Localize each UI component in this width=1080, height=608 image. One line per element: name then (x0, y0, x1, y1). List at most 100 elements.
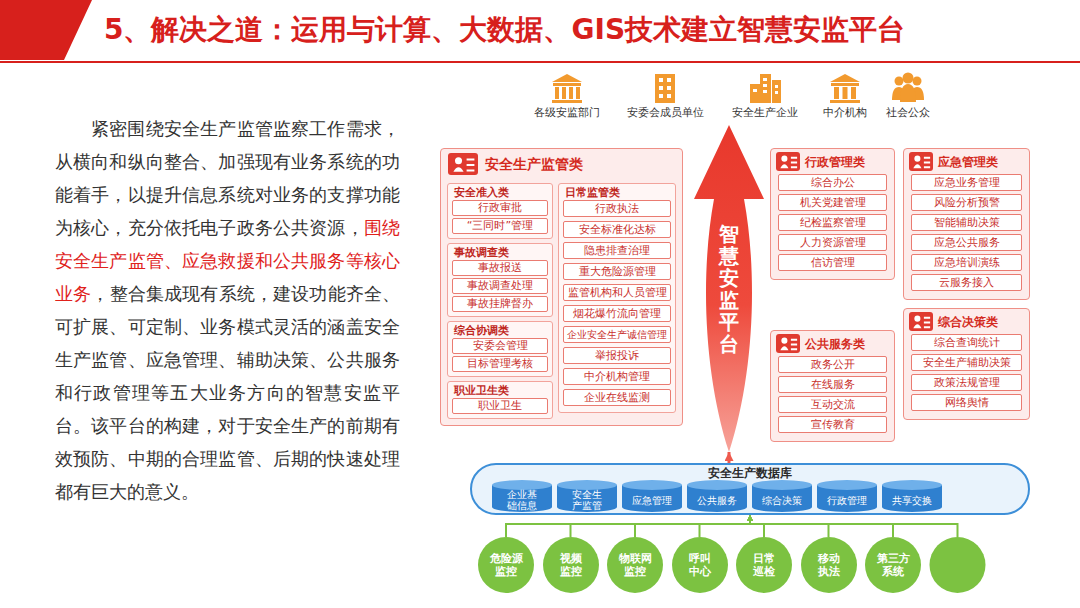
function-box: 事故调查处理 (452, 278, 548, 294)
node-text: 信访管理 (811, 256, 855, 270)
database-cylinder: 应急管理 (622, 480, 682, 512)
node-text: 日常监管类 (559, 184, 675, 201)
node-text: 智慧安监平台 (719, 223, 739, 355)
function-box: 综合办公 (778, 174, 887, 191)
source-circle: 第三方系统 (865, 537, 921, 593)
node-text: 安全生产监管 (571, 489, 603, 511)
node-text: 企业在线监测 (584, 391, 650, 405)
node-text: 安全生产监管类 (441, 149, 682, 179)
blank-source-circle (930, 537, 986, 593)
agency-icon (552, 74, 582, 103)
node-text: 重大危险源管理 (579, 265, 656, 279)
node-text: 行政管理 (821, 495, 873, 506)
function-box: 云服务接入 (911, 274, 1022, 291)
source-circle: 呼叫中心 (672, 537, 728, 593)
node-text: 行政管理类 (771, 149, 894, 175)
node-text: 政务公开 (811, 358, 855, 372)
node-text: 政策法规管理 (934, 376, 1000, 390)
header-icon (448, 153, 478, 175)
public-icon (892, 73, 924, 103)
node-text: 举报投诉 (595, 349, 639, 363)
node-text: 安全生产辅助决策 (923, 356, 1011, 370)
function-box: 互动交流 (778, 396, 887, 413)
user-label: 安委会成员单位 (620, 106, 710, 120)
node-text: 事故调查处理 (467, 279, 533, 293)
node-text: “三同时”管理 (467, 219, 533, 233)
node-text: 综合办公 (811, 176, 855, 190)
database-cylinder: 共享交换 (882, 480, 942, 512)
node-text: 职业卫生类 (448, 382, 552, 399)
source-circle: 物联网监控 (607, 537, 663, 593)
node-text: 第三方系统 (876, 552, 911, 578)
function-box: 事故报送 (452, 260, 548, 276)
database-cylinder: 行政管理 (817, 480, 877, 512)
database-cylinder: 综合决策 (752, 480, 812, 512)
function-box: 行政执法 (563, 200, 671, 217)
category-panel: 公共服务类政务公开在线服务互动交流宣传教育 (770, 330, 895, 442)
header-icon (909, 152, 933, 171)
function-box: “三同时”管理 (452, 218, 548, 234)
user-label: 中介机构 (800, 106, 890, 120)
connector (750, 515, 764, 537)
body-paragraph: 紧密围绕安全生产监管监察工作需求，从横向和纵向整合、加强现有业务系统的功能着手，… (55, 112, 400, 508)
node-text: 企业安全生产诚信管理 (567, 328, 667, 342)
function-box: 企业在线监测 (563, 389, 671, 406)
node-text: 公共服务 (691, 495, 743, 506)
enterprise-icon (750, 74, 781, 103)
header-icon (909, 312, 933, 331)
source-circle: 日常巡检 (736, 537, 792, 593)
node-text: 应急公共服务 (934, 236, 1000, 250)
node-text: 事故挂牌督办 (467, 297, 533, 311)
function-box: 机关党建管理 (778, 194, 887, 211)
node-text: 职业卫生 (478, 399, 522, 413)
node-text: 人力资源管理 (800, 236, 866, 250)
function-box: 事故挂牌督办 (452, 296, 548, 312)
database-cylinder: 安全生产监管 (557, 480, 617, 512)
node-text: 行政审批 (478, 201, 522, 215)
node-text: 综合查询统计 (934, 336, 1000, 350)
node-text: 物联网监控 (618, 552, 653, 578)
user-label: 各级安监部门 (522, 106, 612, 120)
function-box: 网络舆情 (911, 394, 1022, 411)
group-box: 安全准入类行政审批“三同时”管理 (447, 183, 553, 239)
node-text: 事故报送 (478, 261, 522, 275)
function-box: 信访管理 (778, 254, 887, 271)
node-text: 综合协调类 (448, 322, 552, 339)
database-band: 安全生产数据库企业基础信息安全生产监管应急管理公共服务综合决策行政管理共享交换 (470, 463, 1030, 515)
function-box: 举报投诉 (563, 347, 671, 364)
connector (571, 515, 751, 537)
node-text: 移动执法 (817, 552, 841, 578)
node-text: 中介机构管理 (584, 370, 650, 384)
node-text: 应急培训演练 (934, 256, 1000, 270)
node-text: 安全生产数据库 (472, 465, 1028, 481)
source-circle: 移动执法 (801, 537, 857, 593)
node-text: 视频监控 (559, 552, 583, 578)
node-text: 机关党建管理 (800, 196, 866, 210)
node-text: 监管机构和人员管理 (568, 286, 667, 300)
node-text: 在线服务 (811, 378, 855, 392)
node-text: 共享交换 (886, 495, 938, 506)
node-text: 纪检监察管理 (800, 216, 866, 230)
title-rule (0, 61, 1080, 63)
paragraph-text: 紧密围绕安全生产监管监察工作需求，从横向和纵向整合、加强现有业务系统的功能着手，… (55, 118, 400, 238)
function-box: 监管机构和人员管理 (563, 284, 671, 301)
function-box: 政策法规管理 (911, 374, 1022, 391)
user-label: 安全生产企业 (720, 106, 810, 120)
function-box: 烟花爆竹流向管理 (563, 305, 671, 322)
platform-arrow: 智慧安监平台 (690, 125, 768, 452)
node-text: 智能辅助决策 (934, 216, 1000, 230)
connector (750, 515, 829, 537)
user-icons (552, 73, 924, 104)
node-text: 应急业务管理 (934, 176, 1000, 190)
source-circle: 视频监控 (543, 537, 599, 593)
category-panel: 行政管理类综合办公机关党建管理纪检监察管理人力资源管理信访管理 (770, 148, 895, 280)
function-box: 应急业务管理 (911, 174, 1022, 191)
function-box: 企业安全生产诚信管理 (563, 326, 671, 343)
node-text: 风险分析预警 (934, 196, 1000, 210)
group-box: 日常监管类行政执法安全标准化达标隐患排查治理重大危险源管理监管机构和人员管理烟花… (558, 183, 676, 413)
group-box: 综合协调类安委会管理目标管理考核 (447, 321, 553, 377)
user-label: 社会公众 (863, 106, 953, 120)
header-icon (776, 152, 800, 171)
node-text: 宣传教育 (811, 418, 855, 432)
group-box: 事故调查类事故报送事故调查处理事故挂牌督办 (447, 243, 553, 317)
